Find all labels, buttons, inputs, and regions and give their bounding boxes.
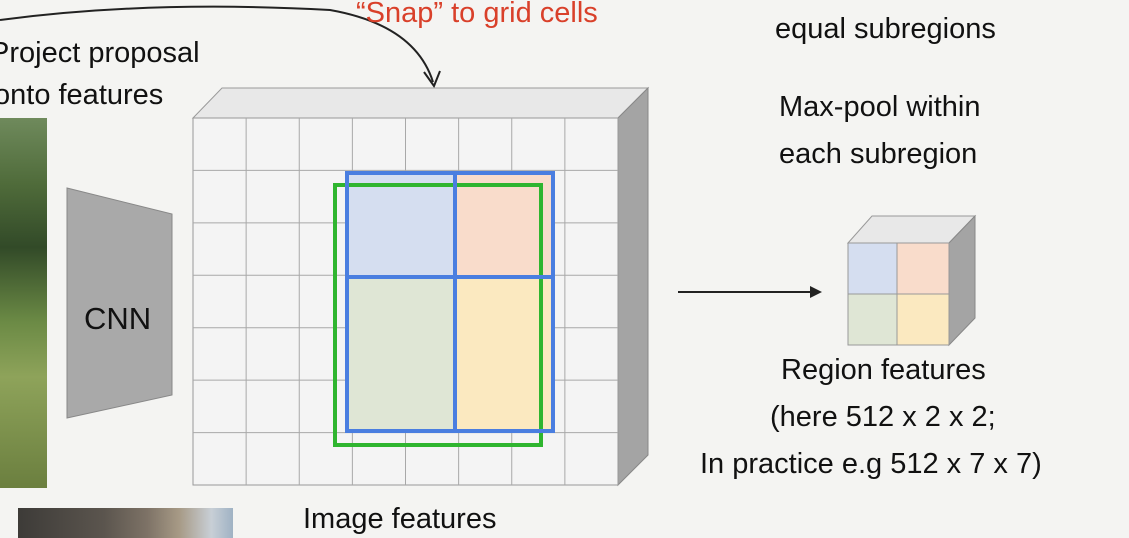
region-cell-top-right <box>896 242 950 295</box>
region-cell-bottom-right <box>896 293 950 346</box>
subregion-bottom-right <box>456 278 552 430</box>
snap-label: “Snap” to grid cells <box>356 0 598 29</box>
subregion-top-left <box>348 174 454 276</box>
project-label-line1: Project proposal <box>0 37 200 69</box>
project-label-line2: onto features <box>0 79 164 111</box>
maxpool-label-line2: each subregion <box>779 138 978 170</box>
cnn-label: CNN <box>84 301 152 336</box>
region-label-line3: In practice e.g 512 x 7 x 7) <box>700 448 1042 480</box>
region-cell-bottom-left <box>847 293 898 346</box>
divide-label-line2: equal subregions <box>775 13 996 45</box>
region-cell-top-left <box>847 242 898 295</box>
input-image-photo <box>0 118 47 488</box>
maxpool-label-line1: Max-pool within <box>779 91 981 123</box>
subregion-top-right <box>456 174 552 276</box>
snapped-box <box>345 171 555 433</box>
project-arrow-head <box>423 70 441 89</box>
project-arrow <box>0 5 434 83</box>
subregion-bottom-left <box>348 278 454 430</box>
pool-arrow-head <box>810 286 822 298</box>
region-label-line2: (here 512 x 2 x 2; <box>770 401 996 433</box>
region-label-line1: Region features <box>781 354 986 386</box>
feature-map-side-face <box>617 86 649 487</box>
cnn-block <box>66 187 173 419</box>
proposal-box <box>333 183 543 447</box>
image-features-label: Image features <box>303 503 497 535</box>
webcam-overlay <box>18 508 233 538</box>
feature-map-top-face <box>191 87 650 119</box>
